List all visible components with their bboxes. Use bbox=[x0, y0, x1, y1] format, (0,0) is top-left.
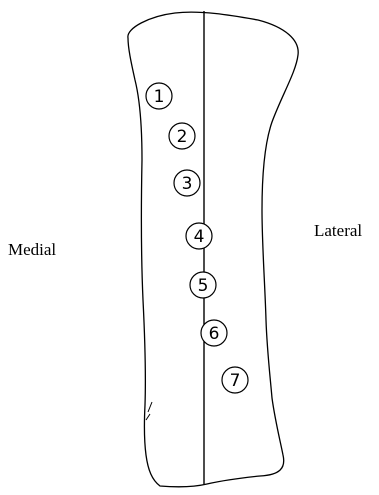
marker-2: 2 bbox=[169, 123, 195, 149]
lateral-label: Lateral bbox=[314, 222, 362, 239]
marker-number: 1 bbox=[154, 87, 165, 107]
marker-5: 5 bbox=[190, 272, 216, 298]
marker-4: 4 bbox=[186, 223, 212, 249]
marker-number: 6 bbox=[209, 324, 220, 344]
marker-3: 3 bbox=[174, 170, 200, 196]
marker-number: 4 bbox=[194, 227, 205, 247]
marker-number: 3 bbox=[182, 174, 193, 194]
marker-number: 2 bbox=[177, 127, 188, 147]
bone-outline bbox=[128, 12, 298, 487]
medial-label: Medial bbox=[8, 241, 56, 258]
marker-number: 7 bbox=[230, 371, 241, 391]
crack-mark bbox=[146, 402, 152, 420]
marker-number: 5 bbox=[198, 276, 209, 296]
marker-6: 6 bbox=[201, 320, 227, 346]
marker-1: 1 bbox=[146, 83, 172, 109]
marker-7: 7 bbox=[222, 367, 248, 393]
